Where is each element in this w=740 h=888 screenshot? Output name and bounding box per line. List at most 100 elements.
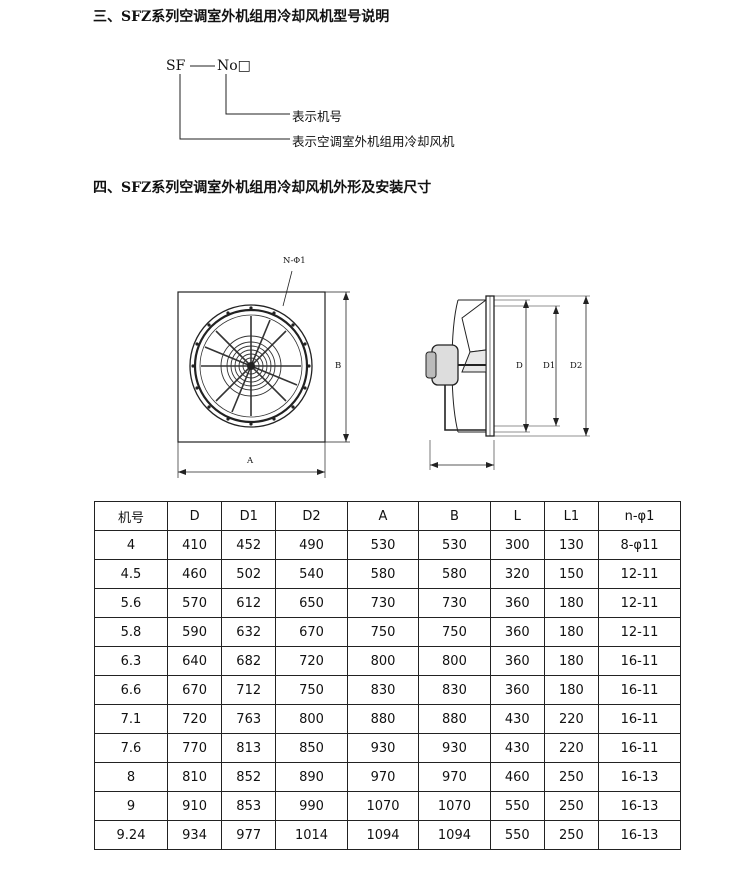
table-cell: 300 — [489, 530, 545, 560]
table-cell: 970 — [346, 762, 420, 792]
table-cell: 830 — [418, 675, 491, 705]
table-cell: 490 — [275, 530, 348, 560]
header-d2: D2 — [275, 501, 348, 531]
table-cell: 1094 — [346, 820, 420, 850]
label-dim-d: D — [516, 361, 523, 371]
table-cell: 530 — [418, 530, 491, 560]
fan-side-view-drawing — [425, 295, 590, 470]
table-cell: 590 — [166, 617, 223, 647]
table-cell: 550 — [489, 791, 545, 821]
table-cell: 750 — [418, 617, 491, 647]
table-cell: 880 — [346, 704, 420, 734]
table-cell: 16-13 — [597, 820, 682, 850]
table-cell: 650 — [275, 588, 348, 618]
table-cell: 8 — [94, 762, 168, 792]
table-cell: 990 — [275, 791, 348, 821]
table-cell: 250 — [543, 791, 599, 821]
table-cell: 853 — [221, 791, 277, 821]
table-cell: 502 — [221, 559, 277, 589]
section3-title: 三、SFZ系列空调室外机组用冷却风机型号说明 — [93, 9, 390, 25]
label-fan-type: 表示空调室外机组用冷却风机 — [292, 134, 455, 149]
table-cell: 852 — [221, 762, 277, 792]
table-cell: 763 — [221, 704, 277, 734]
table-cell: 150 — [543, 559, 599, 589]
table-cell: 682 — [221, 646, 277, 676]
table-cell: 12-11 — [597, 588, 682, 618]
table-cell: 430 — [489, 704, 545, 734]
table-cell: 360 — [489, 617, 545, 647]
table-cell: 6.6 — [94, 675, 168, 705]
table-cell: 9 — [94, 791, 168, 821]
table-cell: 750 — [346, 617, 420, 647]
table-cell: 730 — [418, 588, 491, 618]
table-header-row: 机号 D D1 D2 A B L L1 n-φ1 — [94, 501, 682, 531]
table-cell: 750 — [275, 675, 348, 705]
table-cell: 800 — [275, 704, 348, 734]
table-cell: 180 — [543, 675, 599, 705]
table-cell: 430 — [489, 733, 545, 763]
table-cell: 220 — [543, 733, 599, 763]
table-cell: 250 — [543, 820, 599, 850]
table-cell: 800 — [418, 646, 491, 676]
table-cell: 720 — [166, 704, 223, 734]
table-cell: 810 — [166, 762, 223, 792]
table-cell: 580 — [418, 559, 491, 589]
table-cell: 130 — [543, 530, 599, 560]
table-cell: 180 — [543, 646, 599, 676]
header-b: B — [418, 501, 491, 531]
table-cell: 910 — [166, 791, 223, 821]
table-cell: 4 — [94, 530, 168, 560]
table-cell: 712 — [221, 675, 277, 705]
header-d1: D1 — [221, 501, 277, 531]
table-cell: 970 — [418, 762, 491, 792]
table-cell: 8-φ11 — [597, 530, 682, 560]
table-cell: 632 — [221, 617, 277, 647]
table-cell: 813 — [221, 733, 277, 763]
table-cell: 360 — [489, 675, 545, 705]
table-cell: 800 — [346, 646, 420, 676]
table-cell: 460 — [489, 762, 545, 792]
table-cell: 16-11 — [597, 646, 682, 676]
table-cell: 830 — [346, 675, 420, 705]
fan-front-view-drawing — [177, 270, 350, 478]
label-holes: N-Φ1 — [283, 256, 306, 266]
table-cell: 16-13 — [597, 791, 682, 821]
table-cell: 452 — [221, 530, 277, 560]
table-cell: 7.6 — [94, 733, 168, 763]
table-cell: 640 — [166, 646, 223, 676]
table-cell: 6.3 — [94, 646, 168, 676]
table-cell: 530 — [346, 530, 420, 560]
label-machine-no: 表示机号 — [292, 109, 343, 124]
table-cell: 220 — [543, 704, 599, 734]
table-cell: 4.5 — [94, 559, 168, 589]
label-dim-b: B — [335, 361, 342, 371]
table-cell: 880 — [418, 704, 491, 734]
header-d: D — [166, 501, 223, 531]
header-l1: L1 — [543, 501, 599, 531]
table-cell: 1070 — [418, 791, 491, 821]
header-n-phi1: n-φ1 — [597, 501, 682, 531]
table-cell: 930 — [346, 733, 420, 763]
table-cell: 930 — [418, 733, 491, 763]
header-machine-no: 机号 — [94, 501, 168, 531]
table-cell: 1014 — [275, 820, 348, 850]
table-cell: 7.1 — [94, 704, 168, 734]
section4-title: 四、SFZ系列空调室外机组用冷却风机外形及安装尺寸 — [93, 180, 432, 196]
table-cell: 550 — [489, 820, 545, 850]
table-cell: 12-11 — [597, 617, 682, 647]
label-dim-d1: D1 — [543, 361, 556, 371]
table-cell: 770 — [166, 733, 223, 763]
table-cell: 612 — [221, 588, 277, 618]
table-cell: 460 — [166, 559, 223, 589]
table-cell: 180 — [543, 617, 599, 647]
table-cell: 16-11 — [597, 675, 682, 705]
table-cell: 1070 — [346, 791, 420, 821]
